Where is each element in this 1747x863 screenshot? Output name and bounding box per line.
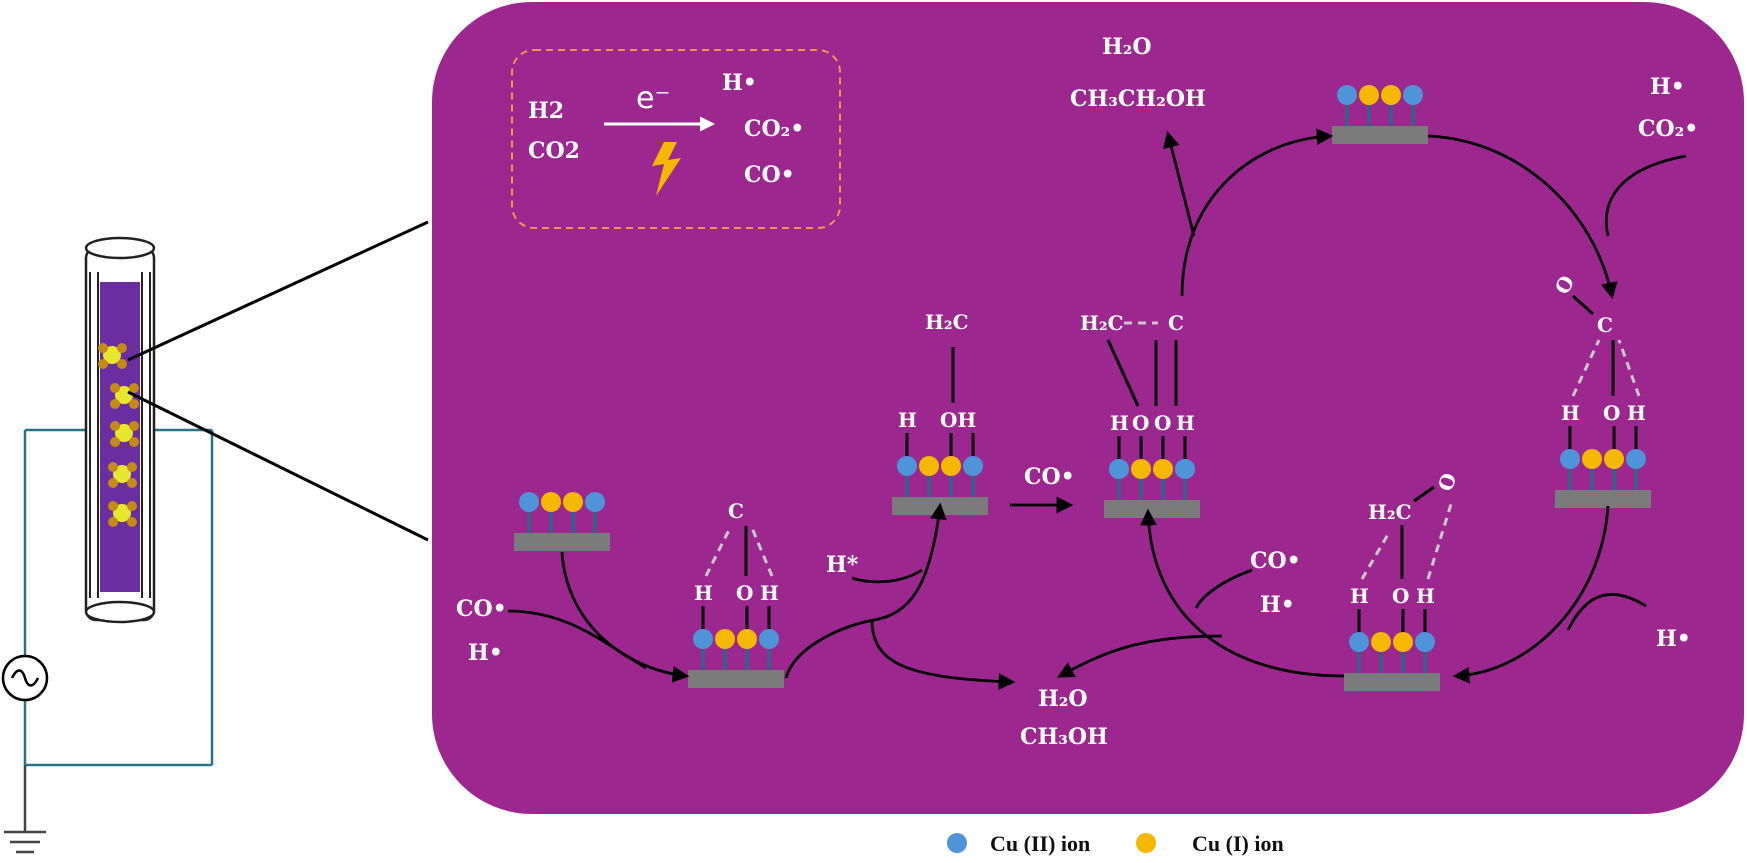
catalyst-site-cho: H O H C	[686, 499, 786, 690]
atom-o: O	[1603, 401, 1620, 425]
atom-h: H	[1627, 401, 1646, 425]
catalyst-particle	[108, 501, 137, 527]
atom-c: C	[1168, 311, 1184, 335]
reaction-arrows	[507, 128, 1687, 690]
atom-h: H	[1110, 411, 1129, 435]
product-h-radical: H•	[722, 70, 757, 96]
cu1-legend-label: Cu (I) ion	[1192, 831, 1284, 856]
ground-icon	[4, 830, 46, 854]
reactant-h2: H2	[528, 98, 564, 124]
atom-oh: OH	[940, 408, 976, 432]
h-star-label: H*	[826, 552, 859, 578]
catalyst-particle	[108, 462, 137, 488]
co-radical-left: CO•	[456, 596, 507, 622]
product-methanol: CH₃OH	[1020, 724, 1108, 750]
atom-h: H	[898, 408, 917, 432]
ac-source-icon	[1, 654, 49, 702]
zoom-line	[127, 390, 429, 542]
atom-h: H	[1416, 584, 1435, 608]
co2-radical-top-right: CO₂•	[1638, 116, 1698, 142]
atom-c: C	[1597, 313, 1613, 337]
reactor	[1, 220, 429, 854]
catalyst-particle	[110, 383, 139, 409]
h-radical-bottom-right: H•	[1656, 626, 1691, 652]
atom-o: O	[1132, 411, 1149, 435]
atom-h: H	[760, 581, 779, 605]
atom-h2c: H₂C	[925, 310, 969, 334]
product-water-top: H₂O	[1102, 34, 1152, 60]
h-radical-left: H•	[468, 640, 503, 666]
h-radical-top-right: H•	[1650, 74, 1685, 100]
co-radical-right: CO•	[1250, 548, 1301, 574]
cu1-legend-swatch	[1136, 833, 1156, 853]
cu2-legend-swatch	[947, 833, 967, 853]
reactant-co2: CO2	[528, 138, 580, 164]
product-co-radical: CO•	[744, 162, 795, 188]
product-co2-radical: CO₂•	[744, 116, 804, 142]
legend: Cu (II) ion Cu (I) ion	[947, 831, 1284, 856]
atom-h2c: H₂C	[1368, 500, 1412, 524]
catalyst-particles	[98, 343, 139, 527]
plasma-inset: H2 CO2 e⁻ H• CO₂• CO•	[511, 49, 841, 229]
catalyst-site-h2co: H O H H₂C O	[1342, 470, 1462, 693]
catalyst-particle	[98, 343, 127, 369]
co-radical-mid: CO•	[1024, 464, 1075, 490]
catalyst-particle	[110, 421, 139, 447]
atom-h2c: H₂C	[1080, 311, 1124, 335]
product-water-bottom: H₂O	[1038, 686, 1088, 712]
zoom-panel	[432, 2, 1744, 814]
h-radical-right: H•	[1260, 592, 1295, 618]
electron-label: e⁻	[636, 81, 670, 116]
atom-c: C	[728, 499, 744, 523]
cu2-legend-label: Cu (II) ion	[990, 831, 1090, 856]
product-ethanol: CH₃CH₂OH	[1070, 86, 1206, 112]
zoom-line	[127, 220, 429, 362]
atom-o: O	[736, 581, 753, 605]
atom-h: H	[1350, 584, 1369, 608]
catalyst-site-c2: H O O H H₂C C	[1080, 311, 1202, 520]
atom-h: H	[694, 581, 713, 605]
atom-h: H	[1176, 411, 1195, 435]
lightning-icon	[652, 142, 681, 196]
atom-h: H	[1561, 401, 1580, 425]
catalyst-site-h2coh: H OH H₂C	[890, 310, 990, 517]
atom-o: O	[1154, 411, 1171, 435]
atom-o: O	[1392, 584, 1409, 608]
